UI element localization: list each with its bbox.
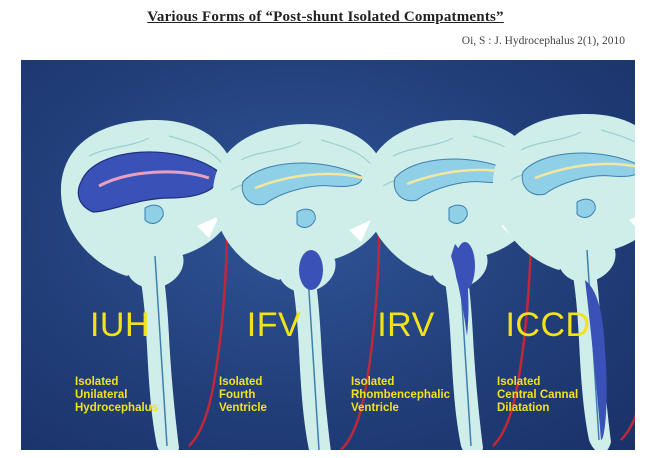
desc-line: Isolated [351,376,450,389]
label-abbr: ICCD [483,306,613,345]
label-description: Isolated Fourth Ventricle [219,376,267,415]
label-abbr: IUH [55,306,185,345]
citation: Oi, S : J. Hydrocephalus 2(1), 2010 [462,35,625,47]
label-description: Isolated Unilateral Hydrocephalus [75,376,158,415]
diagram-slide: IUH Isolated Unilateral Hydrocephalus IF… [21,60,635,450]
label-abbr: IRV [341,306,471,345]
label-description: Isolated Central Cannal Dilatation [497,376,578,415]
panel-ifv: IFV Isolated Fourth Ventricle [209,60,359,450]
figure-title: Various Forms of “Post-shunt Isolated Co… [0,9,651,26]
desc-line: Rhombencephalic [351,389,450,402]
desc-line: Ventricle [351,402,450,415]
desc-line: Central Cannal [497,389,578,402]
desc-line: Isolated [219,376,267,389]
desc-line: Isolated [497,376,578,389]
panel-iuh: IUH Isolated Unilateral Hydrocephalus [55,60,205,450]
label-description: Isolated Rhombencephalic Ventricle [351,376,450,415]
panel-iccd: ICCD Isolated Central Cannal Dilatation [483,60,633,450]
desc-line: Dilatation [497,402,578,415]
desc-line: Fourth [219,389,267,402]
label-abbr: IFV [209,306,339,345]
desc-line: Isolated [75,376,158,389]
desc-line: Ventricle [219,402,267,415]
desc-line: Unilateral [75,389,158,402]
desc-line: Hydrocephalus [75,402,158,415]
panel-irv: IRV Isolated Rhombencephalic Ventricle [341,60,491,450]
